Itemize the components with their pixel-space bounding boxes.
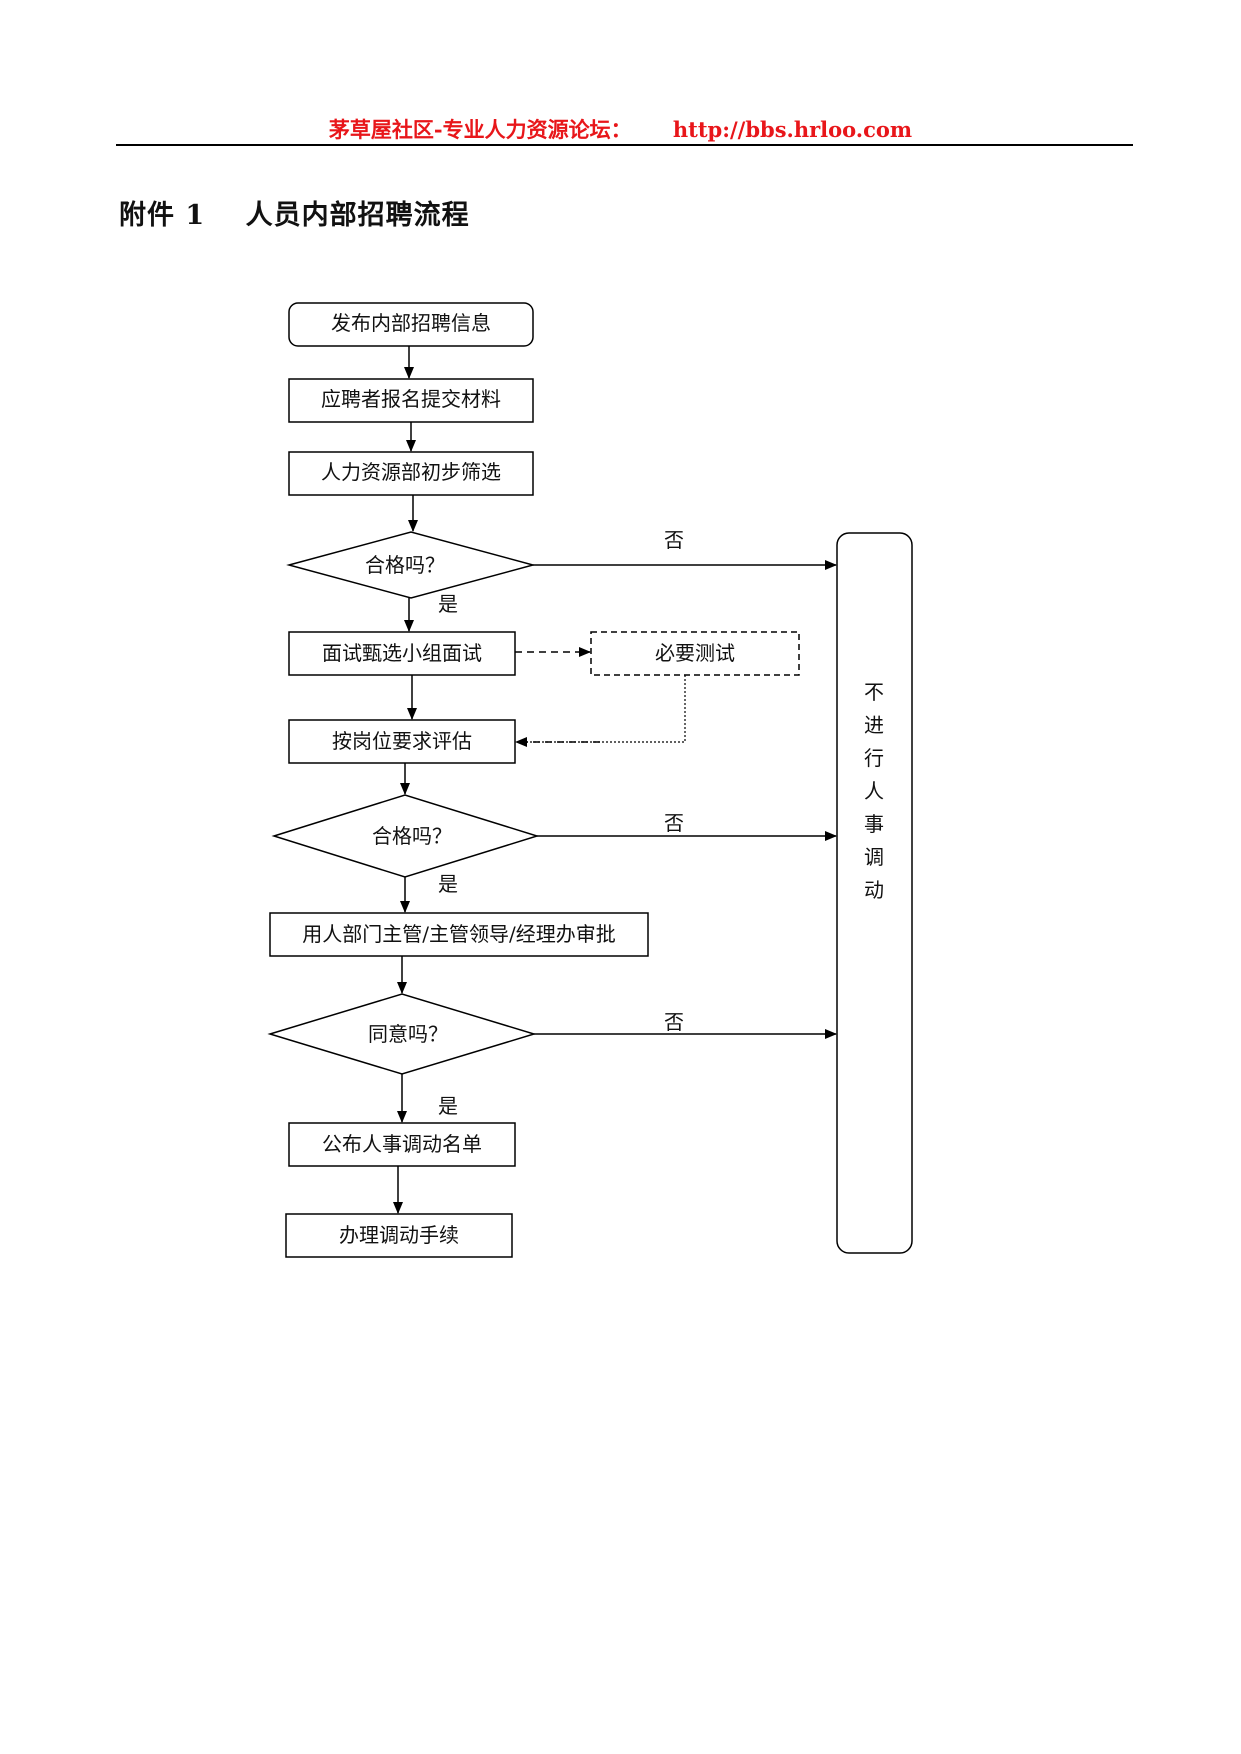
label-no-3: 否 bbox=[664, 1010, 684, 1034]
reject-box: 不 进 行 人 事 调 动 bbox=[836, 532, 913, 1254]
decision-agree: 同意吗？ bbox=[267, 993, 537, 1075]
step-screen: 人力资源部初步筛选 bbox=[288, 451, 534, 496]
step-approve-label: 用人部门主管/主管领导/经理办审批 bbox=[302, 922, 615, 946]
label-yes-1: 是 bbox=[438, 592, 458, 616]
step-publish-label: 发布内部招聘信息 bbox=[331, 311, 491, 335]
document-title: 附件 1 人员内部招聘流程 bbox=[119, 193, 470, 232]
optional-test-box: 必要测试 bbox=[590, 631, 800, 676]
reject-char-2: 进 bbox=[864, 713, 884, 737]
step-apply: 应聘者报名提交材料 bbox=[288, 378, 534, 423]
step-announce-label: 公布人事调动名单 bbox=[322, 1132, 482, 1156]
step-interview-label: 面试甄选小组面试 bbox=[322, 641, 482, 665]
label-no-2: 否 bbox=[664, 811, 684, 835]
reject-char-4: 人 bbox=[864, 779, 884, 803]
decision-qualified-1: 合格吗？ bbox=[286, 531, 536, 599]
step-process: 办理调动手续 bbox=[285, 1213, 513, 1258]
connector-test-evaluate-dotted bbox=[516, 675, 686, 743]
reject-char-1: 不 bbox=[864, 680, 884, 704]
reject-char-7: 动 bbox=[864, 878, 884, 902]
attachment-label: 附件 1 bbox=[119, 200, 206, 231]
step-screen-label: 人力资源部初步筛选 bbox=[321, 460, 501, 484]
header-site-name: 茅草屋社区-专业人力资源论坛： bbox=[328, 117, 632, 142]
label-no-1: 否 bbox=[664, 528, 684, 552]
step-publish: 发布内部招聘信息 bbox=[288, 302, 534, 347]
step-approve: 用人部门主管/主管领导/经理办审批 bbox=[269, 912, 649, 957]
header-rule bbox=[116, 144, 1133, 146]
header-url[interactable]: http://bbs.hrloo.com bbox=[672, 117, 913, 142]
decision-qualified-1-label: 合格吗？ bbox=[365, 553, 445, 577]
label-yes-3: 是 bbox=[438, 1094, 458, 1118]
decision-qualified-2-label: 合格吗？ bbox=[372, 824, 452, 848]
step-interview: 面试甄选小组面试 bbox=[288, 631, 516, 676]
reject-char-6: 调 bbox=[864, 845, 884, 869]
label-yes-2: 是 bbox=[438, 872, 458, 896]
step-evaluate: 按岗位要求评估 bbox=[288, 719, 516, 764]
step-process-label: 办理调动手续 bbox=[339, 1223, 459, 1247]
step-evaluate-label: 按岗位要求评估 bbox=[332, 729, 472, 753]
page-header: 茅草屋社区-专业人力资源论坛： http://bbs.hrloo.com bbox=[0, 114, 1241, 144]
reject-char-3: 行 bbox=[864, 746, 884, 770]
decision-qualified-2: 合格吗？ bbox=[271, 794, 540, 878]
step-apply-label: 应聘者报名提交材料 bbox=[321, 387, 501, 411]
step-announce: 公布人事调动名单 bbox=[288, 1122, 516, 1167]
optional-test-label: 必要测试 bbox=[655, 641, 735, 665]
reject-char-5: 事 bbox=[864, 812, 884, 836]
decision-agree-label: 同意吗？ bbox=[368, 1022, 448, 1046]
title-text: 人员内部招聘流程 bbox=[245, 200, 470, 231]
